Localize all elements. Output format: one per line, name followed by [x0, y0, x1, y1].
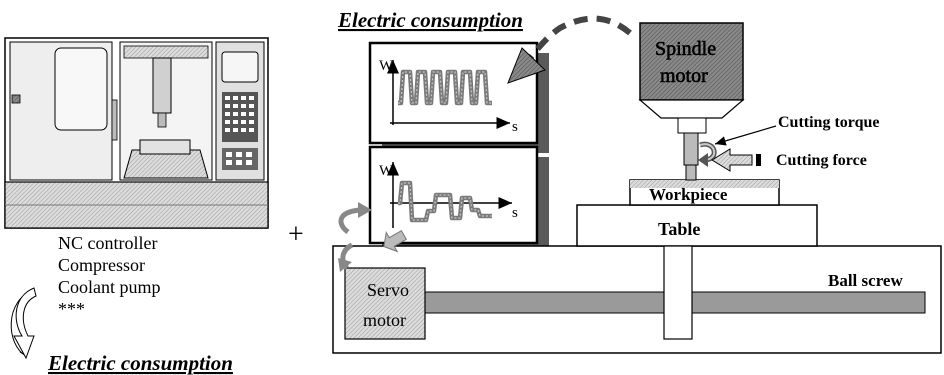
curved-arrow-icon	[10, 287, 37, 360]
servo-motor	[344, 267, 426, 340]
servo-motor-label-line2: motor	[363, 310, 406, 330]
graph-panel-bottom: W s	[368, 145, 549, 253]
heading-bottom: Electric consumption	[47, 351, 233, 375]
spindle-motor	[639, 22, 744, 101]
spindle-consumption-arc	[507, 15, 632, 84]
cutting-tool	[683, 132, 699, 166]
servo-consumption-arrows	[338, 202, 408, 272]
spindle-motor-label-line1: Spindle	[655, 38, 716, 60]
graph-bottom-y-label: W	[379, 163, 394, 179]
plus-sign: +	[288, 219, 304, 250]
list-item: Coolant pump	[58, 277, 161, 297]
peripheral-list: NC controller Compressor Coolant pump **…	[58, 233, 161, 319]
ball-screw-label: Ball screw	[828, 271, 903, 290]
machine-spindle-head	[152, 57, 172, 114]
graph-top-y-label: W	[379, 58, 394, 74]
list-item: Compressor	[58, 255, 145, 275]
table	[576, 204, 818, 247]
machine-table-small	[139, 139, 191, 155]
machining-center	[4, 37, 269, 229]
graph-top-x-label: s	[512, 119, 518, 135]
cutting-force-label: Cutting force	[776, 152, 867, 169]
list-item: ***	[58, 299, 85, 319]
cutting-torque-pointer	[714, 125, 777, 146]
table-label: Table	[658, 219, 700, 239]
graph-bottom-x-label: s	[512, 205, 518, 221]
spindle-motor-label-line2: motor	[660, 65, 708, 87]
heading-top: Electric consumption	[337, 8, 523, 32]
control-keypad	[222, 92, 258, 170]
arc-arrowhead-icon	[507, 47, 546, 84]
cutting-torque-label: Cutting torque	[778, 114, 880, 131]
screw-nut	[663, 245, 693, 340]
list-item: NC controller	[58, 233, 157, 253]
control-screen	[221, 51, 259, 83]
servo-motor-label-line1: Servo	[367, 280, 409, 300]
cutting-torque-arrow-icon	[698, 141, 717, 167]
workpiece-label: Workpiece	[649, 185, 728, 204]
door-window	[54, 47, 108, 131]
cutting-force-arrow-icon	[711, 148, 761, 172]
